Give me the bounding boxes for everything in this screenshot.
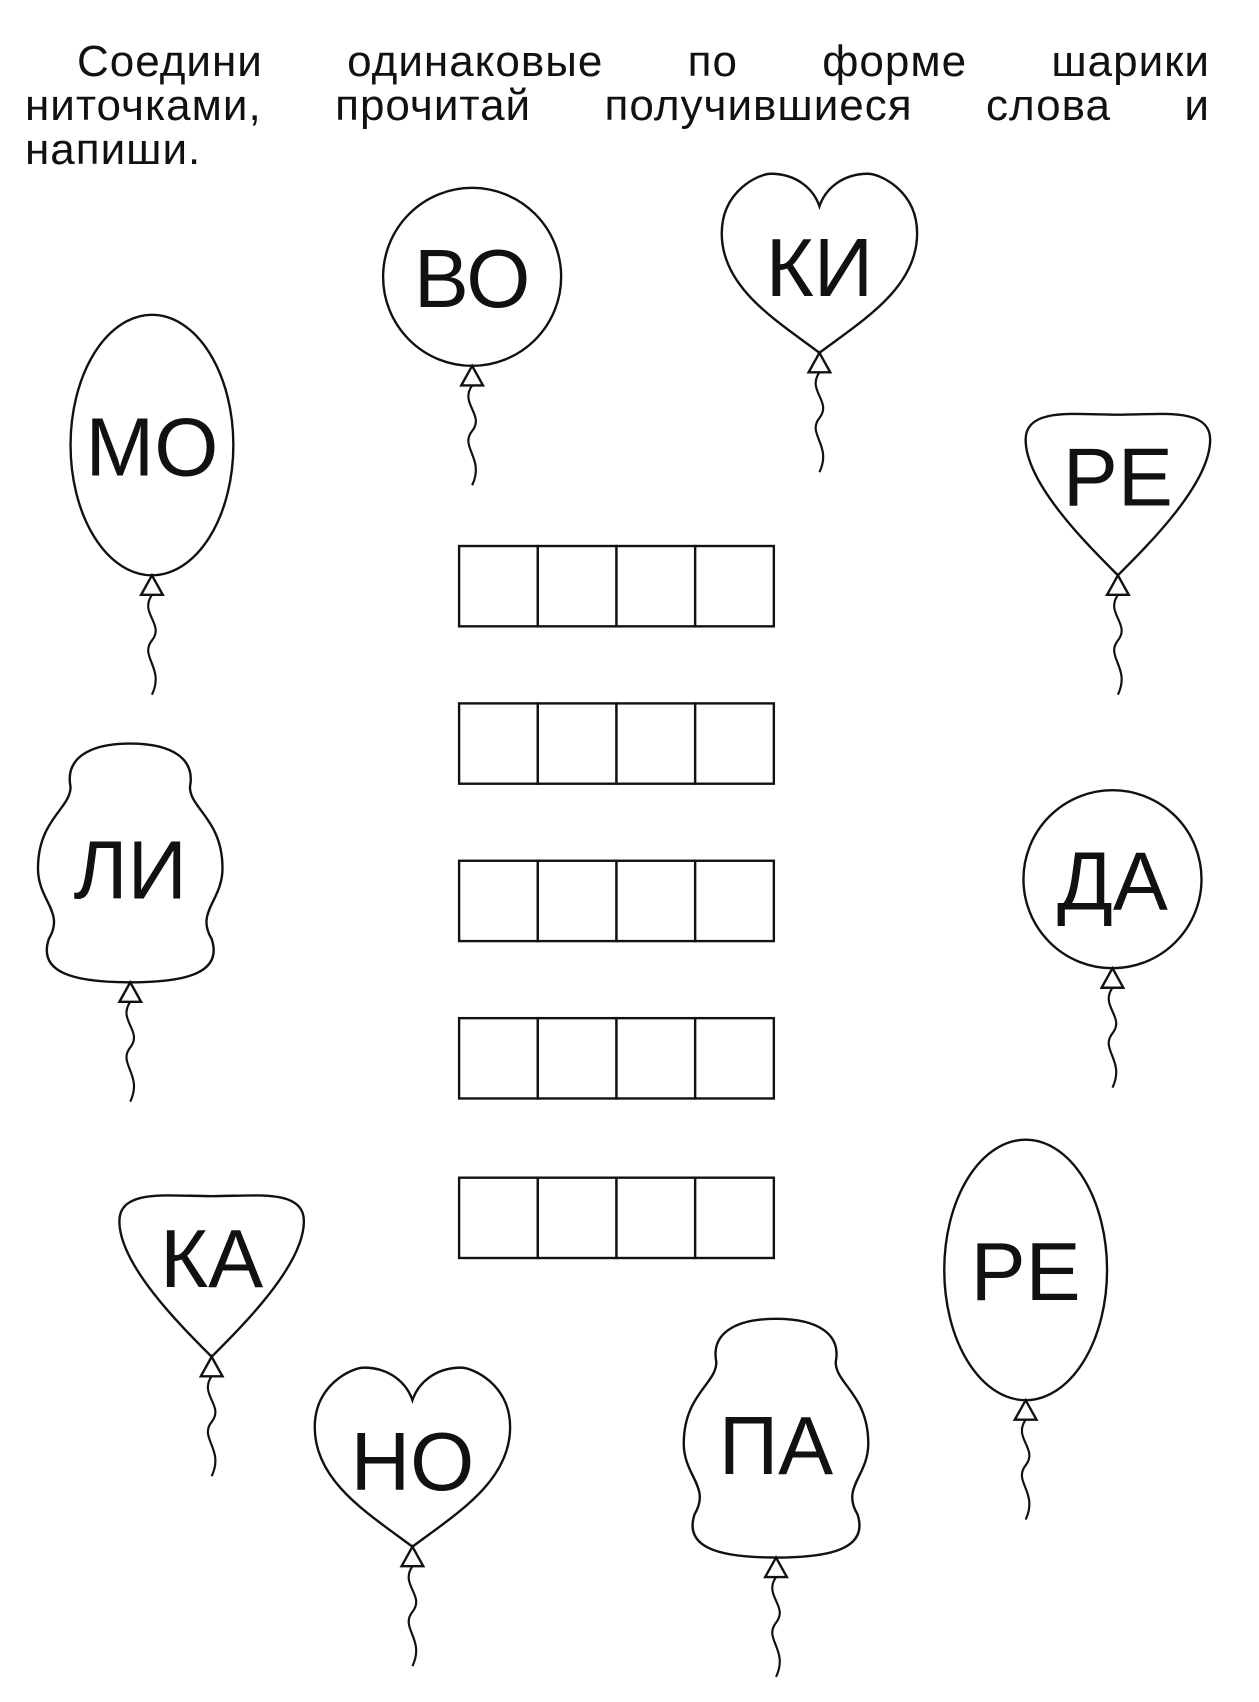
answer-cell[interactable] [536, 544, 618, 628]
balloon-cloud[interactable]: ЛИ [36, 742, 224, 1103]
answer-cell[interactable] [615, 702, 697, 785]
balloon-syllable: ВО [414, 233, 530, 325]
balloon-cloud[interactable]: ПА [682, 1317, 870, 1679]
balloon-heart[interactable]: КИ [720, 172, 919, 474]
balloon-string[interactable] [118, 981, 143, 1103]
instruction-line-3: напиши. [25, 125, 202, 174]
balloon-syllable: НО [351, 1416, 475, 1508]
answer-cell[interactable] [457, 859, 539, 943]
balloon-oval[interactable]: РЕ [943, 1138, 1109, 1521]
answer-cell[interactable] [536, 1016, 618, 1100]
balloon-string[interactable] [139, 574, 164, 696]
instruction-text: Соедини одинаковые по форме шарики ниточ… [25, 40, 1210, 172]
answer-cell[interactable] [457, 702, 539, 785]
balloon-string[interactable] [1105, 574, 1130, 696]
instruction-line-2: ниточками, прочитай получившиеся слова и [25, 81, 1210, 130]
balloon-rounded-triangle[interactable]: КА [118, 1194, 306, 1478]
answer-cell[interactable] [693, 859, 776, 943]
instruction-line-1: Соедини одинаковые по форме шарики [77, 37, 1210, 86]
answer-grid [457, 544, 776, 1260]
answer-cell[interactable] [536, 1176, 618, 1260]
balloon-string[interactable] [199, 1355, 224, 1478]
answer-cell[interactable] [693, 1176, 776, 1260]
answer-cell[interactable] [693, 544, 776, 628]
answer-cell[interactable] [457, 1016, 539, 1100]
balloon-circle[interactable]: ВО [381, 186, 563, 487]
answer-cell[interactable] [457, 1176, 539, 1260]
answer-cell[interactable] [536, 702, 618, 785]
balloon-oval[interactable]: МО [69, 313, 235, 696]
answer-cell[interactable] [615, 859, 697, 943]
balloon-circle[interactable]: ДА [1022, 789, 1203, 1089]
answer-cell[interactable] [457, 544, 539, 628]
balloon-syllable: ПА [719, 1400, 833, 1492]
answer-cell[interactable] [693, 1016, 776, 1100]
answer-cell[interactable] [693, 702, 776, 785]
balloon-string[interactable] [1100, 967, 1125, 1089]
balloon-syllable: МО [86, 401, 219, 493]
answer-cell[interactable] [615, 1176, 697, 1260]
balloon-shape [1024, 412, 1212, 578]
balloon-string[interactable] [400, 1545, 425, 1668]
balloon-string[interactable] [1013, 1398, 1038, 1521]
balloon-syllable: ДА [1057, 835, 1168, 927]
answer-cell[interactable] [615, 544, 697, 628]
balloon-string[interactable] [763, 1556, 789, 1679]
balloon-string[interactable] [460, 364, 485, 487]
balloon-shape [313, 1366, 512, 1549]
balloon-syllable: КИ [766, 222, 873, 314]
balloon-rounded-triangle[interactable]: РЕ [1024, 412, 1212, 696]
answer-cell[interactable] [615, 1016, 697, 1100]
balloon-shape [118, 1194, 306, 1359]
balloon-shape [720, 172, 919, 355]
balloon-string[interactable] [807, 351, 832, 474]
balloon-syllable: РЕ [1063, 432, 1173, 524]
balloon-heart[interactable]: НО [313, 1366, 512, 1668]
answer-cell[interactable] [536, 859, 618, 943]
balloon-syllable: РЕ [971, 1226, 1081, 1318]
balloon-syllable: КА [160, 1213, 263, 1305]
balloon-syllable: ЛИ [74, 825, 187, 917]
